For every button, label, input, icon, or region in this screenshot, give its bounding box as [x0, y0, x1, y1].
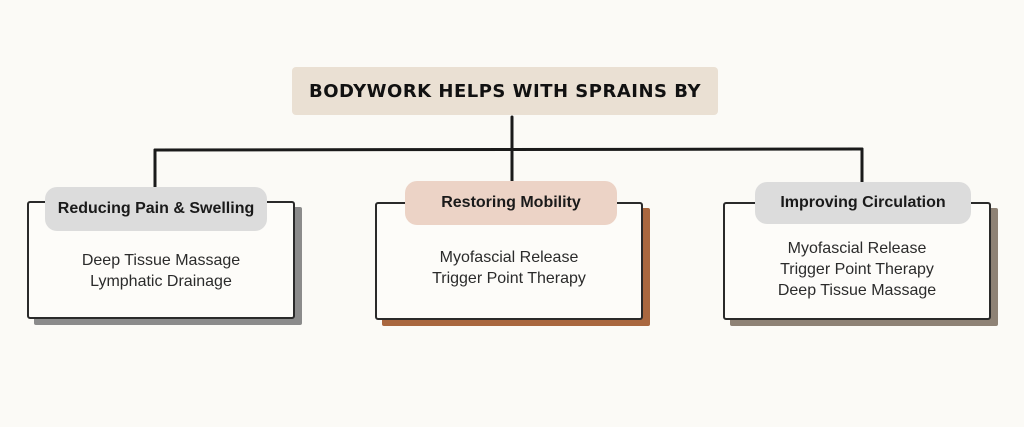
branch-label-reducing-pain: Reducing Pain & Swelling — [45, 187, 267, 231]
card-item: Deep Tissue Massage — [777, 281, 937, 299]
card-item: Myofascial Release — [439, 249, 579, 266]
card-item: Deep Tissue Massage — [81, 252, 241, 269]
diagram-title: BODYWORK HELPS WITH SPRAINS BY — [292, 67, 718, 115]
card-item: Lymphatic Drainage — [90, 273, 232, 290]
card-item: Trigger Point Therapy — [780, 260, 934, 278]
branch-label-improving-circulation: Improving Circulation — [755, 182, 971, 224]
horizontal-connector — [153, 147, 864, 152]
card-item: Myofascial Release — [787, 239, 927, 257]
card-item: Trigger Point Therapy — [432, 270, 586, 287]
branch-label-restoring-mobility: Restoring Mobility — [405, 181, 617, 225]
